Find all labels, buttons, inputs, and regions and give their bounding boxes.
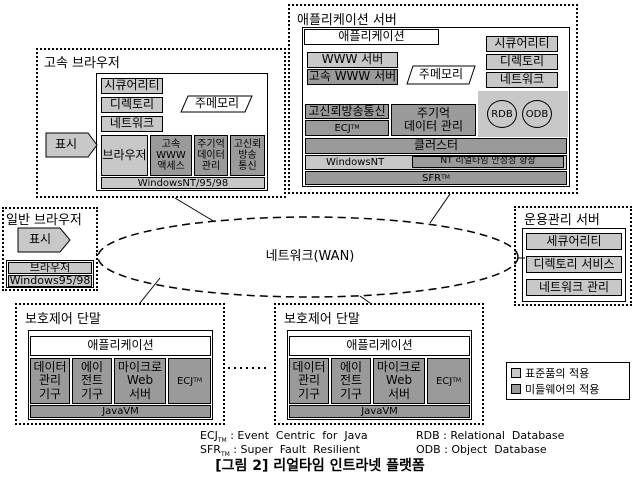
line-fast-browser xyxy=(174,197,216,223)
ops-server-directory: 디렉토리 서비스 xyxy=(526,256,622,273)
terminal-left-app: 애플리케이션 xyxy=(30,336,211,356)
terminal-left-title: 보호제어 단말 xyxy=(25,312,101,327)
footnote-ecj-text: : Event Centric for Java xyxy=(226,429,368,442)
app-server-odb: ODB xyxy=(522,100,552,128)
general-browser-box xyxy=(2,207,98,291)
general-browser-panel xyxy=(6,260,94,288)
fast-browser-network: 네트워크 xyxy=(101,116,163,132)
app-server-ecj-tm: TM xyxy=(350,123,360,131)
app-server-app: 애플리케이션 xyxy=(304,29,439,45)
footnote-ecj-tm: TM xyxy=(217,437,227,445)
terminal-left-box xyxy=(15,303,225,425)
app-server-cluster: 클러스터 xyxy=(305,138,567,154)
fast-browser-display: 표시 xyxy=(54,137,78,152)
footnote-sfr-tm: TM xyxy=(220,451,230,459)
line-app-server xyxy=(429,193,451,224)
terminal-right-panel xyxy=(287,330,472,420)
footnote-odb: ODB : Object Database xyxy=(416,443,547,456)
terminal-left-web-server: 마이크로 Web 서버 xyxy=(114,358,166,404)
ops-server-security: 세큐어리티 xyxy=(526,233,622,250)
app-server-fast-www-server: 고속 WWW 서버 xyxy=(307,69,398,85)
figure-caption: [그림 2] 리얼타임 인트라넷 플랫폼 xyxy=(215,458,425,475)
fast-browser-title: 고속 브라우저 xyxy=(44,56,120,71)
terminal-right-app: 애플리케이션 xyxy=(289,336,470,356)
fast-browser-panel xyxy=(96,73,268,191)
ops-server-title: 운용관리 서버 xyxy=(524,213,600,228)
app-server-panel xyxy=(302,27,570,187)
fast-browser-browser: 브라우저 xyxy=(101,135,148,176)
wan-ellipse xyxy=(97,216,519,298)
general-browser-browser: 브라우저 xyxy=(8,261,92,274)
app-server-broadcast: 고신뢰방송통신 xyxy=(305,104,389,119)
terminal-right-jvm: JavaVM xyxy=(289,405,470,418)
footnote-sfr-text: : Super Fault Resilient xyxy=(229,443,360,456)
line-terminal-left xyxy=(139,277,161,304)
terminal-right-title: 보호제어 단말 xyxy=(284,312,360,327)
ops-server-panel xyxy=(522,228,626,302)
terminal-left-data-tool: 데이터 관리 기구 xyxy=(30,358,70,404)
terminal-right-web-server: 마이크로 Web 서버 xyxy=(373,358,425,404)
footnote-sfr-prefix: SFR xyxy=(200,443,221,456)
app-server-sfr-text: SFR xyxy=(422,172,442,184)
terminal-right-ecj-tm: TM xyxy=(452,376,462,384)
fast-browser-broadcast: 고신뢰 방송 통신 xyxy=(230,135,265,176)
footnote-ecj: ECJTM : Event Centric for Java xyxy=(200,429,368,444)
ops-server-network: 네트워크 관리 xyxy=(526,279,622,296)
app-server-box xyxy=(288,4,578,194)
footnote-sfr: SFRTM : Super Fault Resilient xyxy=(200,443,360,458)
fast-browser-box xyxy=(36,48,286,198)
general-browser-title: 일반 브라우저 xyxy=(6,213,82,228)
legend-standard-swatch xyxy=(511,368,521,378)
general-browser-os: Windows95/98 xyxy=(8,273,92,287)
fast-browser-security: 시큐어리티 xyxy=(101,78,163,94)
fast-browser-os: WindowsNT/95/98 xyxy=(101,177,265,189)
terminal-right-box xyxy=(274,303,484,425)
footnote-ecj-prefix: ECJ xyxy=(200,429,218,442)
terminal-left-agent-tool: 에이 전트 기구 xyxy=(72,358,112,404)
terminal-right-data-tool: 데이터 관리 기구 xyxy=(289,358,329,404)
legend-middleware-label: 미들웨어의 적용 xyxy=(525,383,600,396)
terminal-right-ecj-text: ECJ xyxy=(435,375,453,387)
legend-box xyxy=(506,362,630,400)
fast-browser-memory-mgmt: 주기억 데이터 관리 xyxy=(194,135,228,176)
app-server-rdb: RDB xyxy=(487,100,517,128)
app-server-windowsnt-text: WindowsNT xyxy=(326,157,385,168)
general-browser-display: 표시 xyxy=(28,232,52,247)
ops-server-box xyxy=(514,206,632,306)
terminal-right-agent-tool: 에이 전트 기구 xyxy=(331,358,371,404)
app-server-directory: 디렉토리 xyxy=(486,54,558,70)
app-server-title: 애플리케이션 서버 xyxy=(297,13,397,28)
fast-browser-main-memory: 주메모리 xyxy=(194,96,240,111)
app-server-www-server: WWW 서버 xyxy=(307,52,398,68)
network-label: 네트워크(WAN) xyxy=(265,248,355,264)
legend-standard-label: 표준품의 적용 xyxy=(525,367,590,380)
app-server-mem-data: 주기억 데이터 관리 xyxy=(391,104,476,136)
terminal-left-panel xyxy=(28,330,213,420)
app-server-ecj-text: ECJ xyxy=(334,122,351,134)
app-server-security: 시큐어리티 xyxy=(486,36,558,52)
fast-browser-directory: 디렉토리 xyxy=(101,97,163,113)
footnote-rdb: RDB : Relational Database xyxy=(416,429,565,442)
terminal-left-ecj-text: ECJ xyxy=(176,375,194,387)
terminal-left-ecj-tm: TM xyxy=(193,376,203,384)
app-server-main-memory: 주메모리 xyxy=(418,67,464,82)
app-server-sfr-tm: TM xyxy=(441,173,450,181)
app-server-nt-realtime: NT 리얼타임 안정성 향상 xyxy=(412,156,564,168)
legend-middleware-swatch xyxy=(511,384,521,394)
line-terminal-right xyxy=(359,295,371,304)
terminal-left-jvm: JavaVM xyxy=(30,405,211,418)
app-server-network: 네트워크 xyxy=(486,72,558,88)
fast-browser-www-access: 고속 WWW 액세스 xyxy=(150,135,192,176)
